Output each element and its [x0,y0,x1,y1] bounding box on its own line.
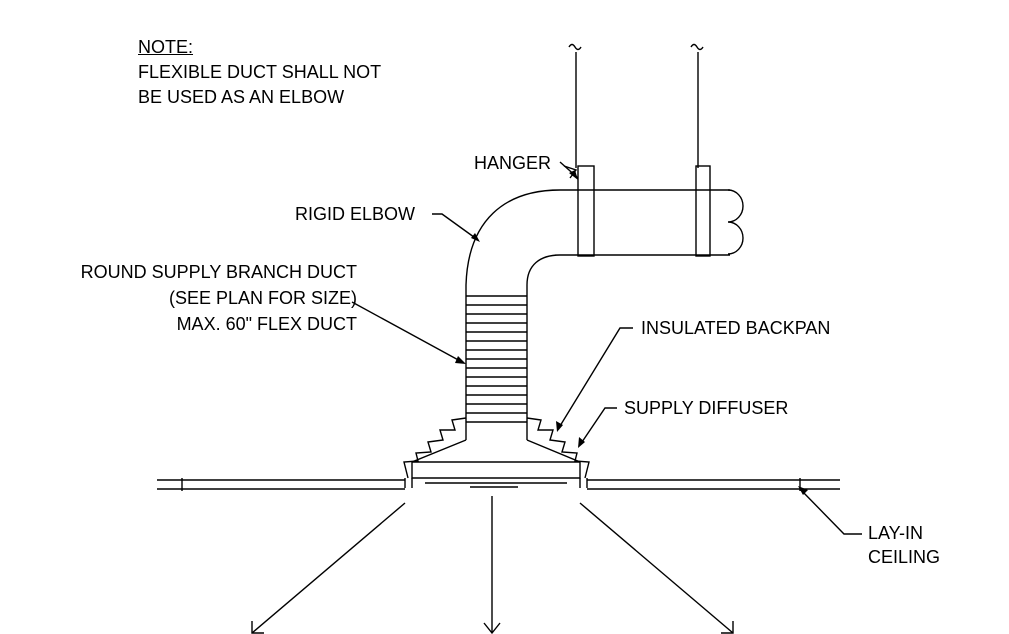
note-line-1: FLEXIBLE DUCT SHALL NOT [138,62,382,82]
backpan-label: INSULATED BACKPAN [641,318,831,338]
branch-duct-label-2: (SEE PLAN FOR SIZE) [168,288,357,308]
branch-duct-label-1: ROUND SUPPLY BRANCH DUCT [80,262,357,282]
insulated-backpan [403,417,590,479]
diffuser [404,439,588,488]
note-heading: NOTE: [138,37,194,57]
rigid-elbow [465,189,561,286]
diffuser-label: SUPPLY DIFFUSER [624,398,789,418]
branch-duct-label-3: MAX. 60" FLEX DUCT [176,314,357,334]
ceiling-label-1: LAY-IN [868,523,924,543]
hanger-rods [568,43,704,168]
horizontal-duct [560,189,744,256]
leader-arrowheads [455,170,808,495]
rigid-elbow-label: RIGID ELBOW [295,204,416,224]
hanger-straps [577,165,711,257]
airflow-arrows [251,496,734,634]
flex-duct [465,285,528,440]
ceiling-label-2: CEILING [868,547,941,567]
lay-in-ceiling [157,478,840,491]
hanger-label: HANGER [474,153,552,173]
leader-lines [351,161,862,535]
note-line-2: BE USED AS AN ELBOW [138,87,345,107]
